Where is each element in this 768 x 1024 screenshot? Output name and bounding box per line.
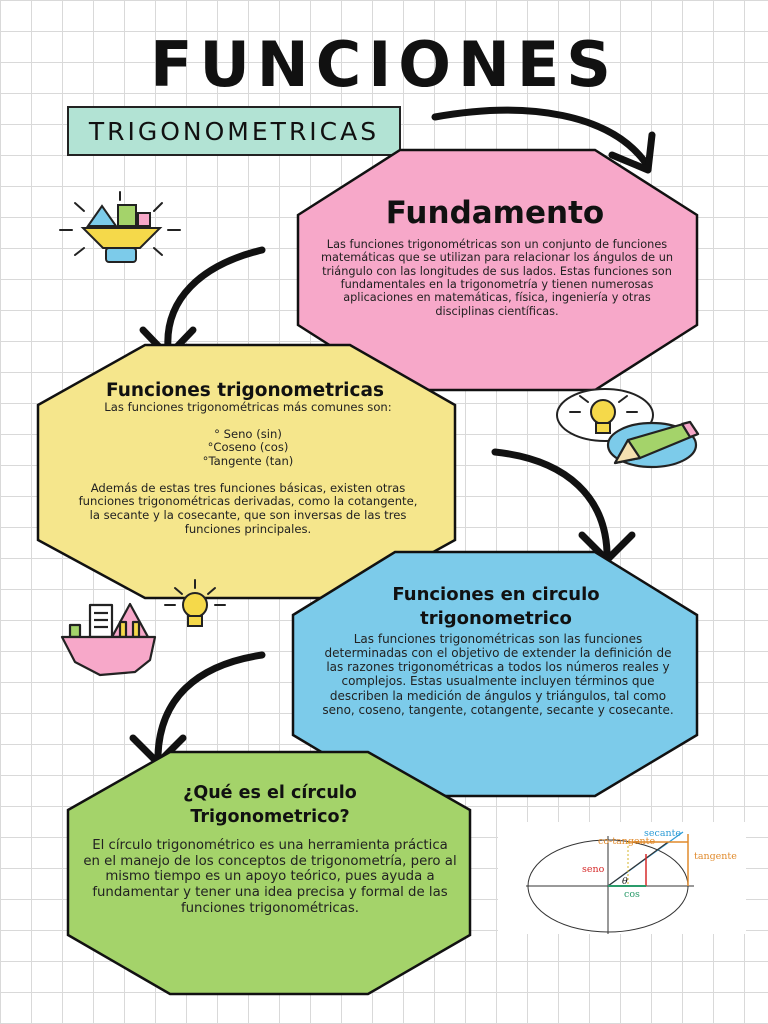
- que-es-title-line1: ¿Qué es el círculo: [183, 783, 357, 803]
- que-es-hexagon: [66, 750, 472, 996]
- arrow-fundamento-to-funciones: [139, 246, 266, 360]
- subtitle-box: TRIGONOMETRICAS: [67, 106, 401, 156]
- que-es-title-line2: Trigonometrico?: [190, 806, 350, 827]
- funciones-circulo-body: Las funciones trigonométricas son las fu…: [322, 632, 674, 717]
- label-cos: cos: [624, 889, 640, 900]
- funciones-trig-intro: Las funciones trigonométricas más comune…: [104, 400, 392, 414]
- arrow-circulo-to-que-es: [129, 651, 266, 767]
- funciones-list-seno: ° Seno (sin): [214, 426, 282, 441]
- funciones-trig-body: Las funciones trigonométricas más comune…: [78, 400, 418, 536]
- label-seno: seno: [582, 864, 605, 875]
- funciones-trig-hexagon: [36, 343, 457, 600]
- funciones-circulo-title-line2: trigonometrico: [420, 608, 572, 630]
- label-tangente: tangente: [694, 851, 737, 862]
- unit-circle-svg: secante co-tangente tangente seno cos θ: [526, 828, 737, 934]
- funciones-trig-extra: Además de estas tres funciones básicas, …: [78, 480, 418, 536]
- small-lightbulb-icon: [164, 579, 226, 627]
- pencil-icon: [606, 420, 700, 469]
- funciones-circulo-title-line1: Funciones en circulo: [392, 584, 600, 605]
- arrow-funciones-to-circulo: [491, 448, 636, 564]
- stationery-cup-icon: [60, 602, 157, 677]
- fundamento-title: Fundamento: [385, 195, 605, 231]
- lightbulb-shapes-icon: [59, 191, 181, 263]
- arrow-title-to-fundamento: [431, 106, 656, 174]
- label-secante: secante: [644, 828, 681, 839]
- que-es-title: ¿Qué es el círculo Trigonometrico?: [70, 782, 470, 829]
- que-es-body: El círculo trigonométrico es una herrami…: [83, 838, 457, 916]
- funciones-list-coseno: °Coseno (cos): [207, 440, 289, 455]
- funciones-circulo-title: Funciones en circulo trigonometrico: [298, 583, 694, 632]
- page-title: FUNCIONES: [150, 28, 618, 101]
- subtitle: TRIGONOMETRICAS: [88, 116, 380, 146]
- label-theta: θ: [622, 876, 628, 887]
- funciones-trig-title: Funciones trigonometricas: [106, 380, 384, 401]
- unit-circle-diagram: secante co-tangente tangente seno cos θ: [498, 822, 746, 934]
- label-cotangente: co-tangente: [598, 836, 655, 847]
- fundamento-body: Las funciones trigonométricas son un con…: [320, 238, 674, 318]
- funciones-list-tangente: °Tangente (tan): [202, 454, 294, 469]
